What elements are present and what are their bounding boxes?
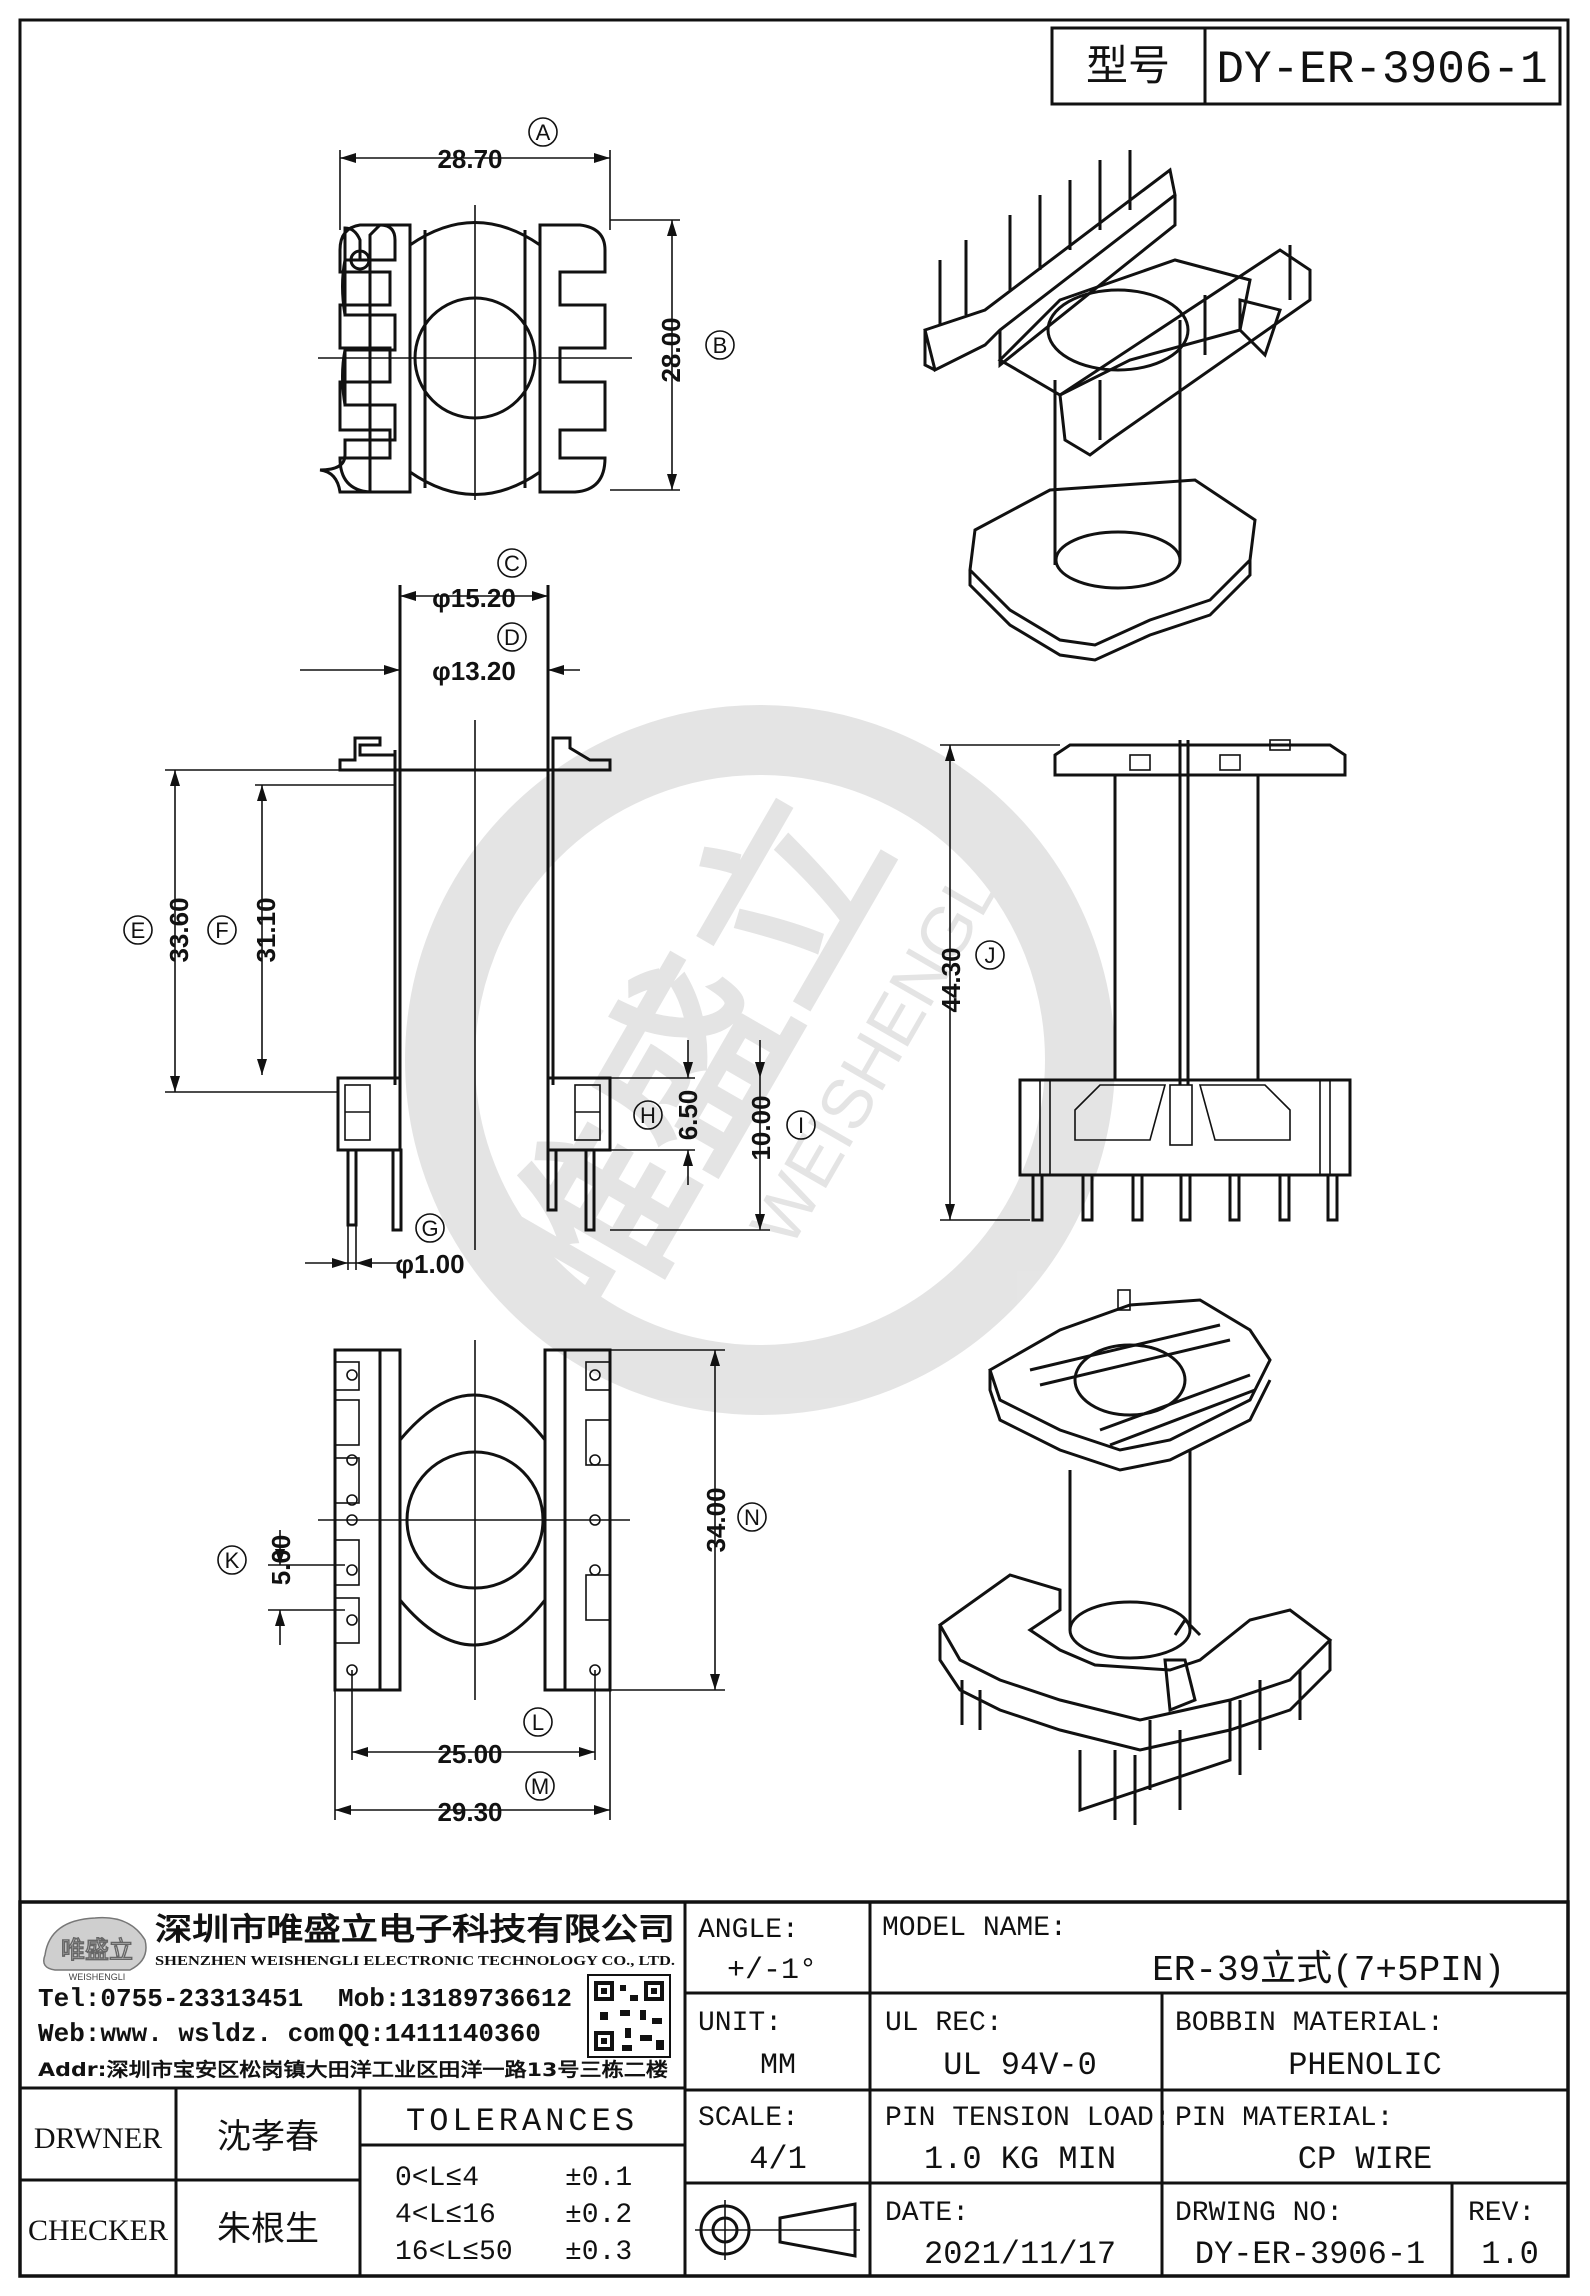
dim-M-value: 29.30 [437,1797,502,1827]
qr-code [587,1974,671,2058]
model-name-label: MODEL NAME: [882,1913,1067,1944]
top-view: 28.70 A 28.00 B [318,117,735,500]
dim-H-circle: H [640,1103,656,1128]
dim-E-value: 33.60 [164,897,194,962]
dim-M-circle: M [531,1774,549,1799]
angle-label: ANGLE: [698,1915,799,1946]
ul-rec-value: UL 94V-0 [943,2047,1097,2084]
drwner-label: DRWNER [34,2122,162,2155]
dim-J-circle: J [985,943,996,968]
unit-value: MM [760,2049,796,2083]
dim-K-circle: K [225,1548,240,1573]
dim-I-circle: I [798,1113,804,1138]
ul-rec-label: UL REC: [885,2008,1003,2039]
rev-label: REV: [1468,2198,1535,2229]
model-label: 型号 [1086,41,1170,90]
dim-C-value: φ15.20 [432,583,516,613]
company-name-cn: 深圳市唯盛立电子科技有限公司 [155,1912,675,1948]
dim-C-circle: C [504,551,520,576]
company-qq: QQ:1411140360 [338,2019,541,2049]
dim-G-value: φ1.00 [395,1249,464,1279]
pin-material-label: PIN MATERIAL: [1175,2103,1393,2134]
company-tel: Tel:0755-23313451 [38,1984,303,2014]
title-block: 唯盛立 WEISHENGLI 深圳市唯盛立电子科技有限公司 SHENZHEN W… [18,1900,1570,2278]
tolerances-title: TOLERANCES [406,2103,638,2140]
dim-F-circle: F [215,918,228,943]
company-name-en: SHENZHEN WEISHENGLI ELECTRONIC TECHNOLOG… [155,1954,675,1969]
bottom-view: 5.00 K 25.00 L 29.30 M 34.00 N [217,1340,767,1827]
dim-L-circle: L [532,1710,544,1735]
dim-G-circle: G [421,1216,438,1241]
dim-A-circle: A [536,120,551,145]
dim-A-value: 28.70 [437,144,502,174]
drwing-no-value: DY-ER-3906-1 [1195,2236,1425,2273]
dim-H-value: 6.50 [673,1090,703,1141]
model-value: DY-ER-3906-1 [1216,44,1547,96]
dim-J-value: 44.30 [936,947,966,1012]
pin-tension-value: 1.0 KG MIN [924,2141,1116,2178]
pin-material-value: CP WIRE [1298,2141,1432,2178]
company-mob: Mob:13189736612 [338,1984,572,2014]
rev-value: 1.0 [1481,2236,1539,2273]
angle-value: +/-1° [727,1954,817,1988]
dim-D-value: φ13.20 [432,656,516,686]
tolerance-value-1: ±0.1 [565,2163,632,2194]
dim-N-circle: N [744,1505,760,1530]
company-logo: 唯盛立 WEISHENGLI [43,1916,147,1982]
checker-value: 朱根生 [217,2209,319,2249]
dim-L-value: 25.00 [437,1739,502,1769]
logo-sub: WEISHENGLI [69,1972,126,1982]
front-view: φ15.20 C φ13.20 D 33.60 E 31.10 F φ1.0 [123,548,816,1279]
drwing-no-label: DRWING NO: [1175,2198,1343,2229]
scale-value: 4/1 [749,2141,807,2178]
tolerance-range-2: 4<L≤16 [395,2200,496,2231]
drwner-value: 沈孝春 [217,2117,319,2157]
dim-D-circle: D [504,625,520,650]
tolerance-value-3: ±0.3 [565,2237,632,2268]
isometric-view-bottom [938,1289,1333,1825]
dim-I-value: 10.00 [746,1095,776,1160]
bobbin-material-label: BOBBIN MATERIAL: [1175,2008,1444,2039]
company-address: Addr:深圳市宝安区松岗镇大田洋工业区田洋一路13号三栋二楼 [38,2058,668,2081]
company-web: Web:www. wsldz. com [38,2019,334,2049]
projection-symbol [695,2200,860,2260]
pin-tension-label: PIN TENSION LOAD: [885,2103,1171,2134]
tolerance-value-2: ±0.2 [565,2200,632,2231]
date-value: 2021/11/17 [924,2236,1116,2273]
dim-F-value: 31.10 [251,897,281,962]
scale-label: SCALE: [698,2103,799,2134]
tolerance-range-1: 0<L≤4 [395,2163,479,2194]
dim-K-value: 5.00 [266,1535,296,1586]
model-name-value: ER-39立式(7+5PIN) [1152,1948,1505,1991]
dim-B-value: 28.00 [656,317,686,382]
checker-label: CHECKER [28,2214,168,2247]
logo-text: 唯盛立 [61,1936,133,1964]
dim-B-circle: B [713,333,728,358]
isometric-view-top [923,150,1312,662]
side-view: 44.30 J [936,739,1352,1222]
tolerance-range-3: 16<L≤50 [395,2237,513,2268]
dim-N-value: 34.00 [701,1487,731,1552]
dim-E-circle: E [131,918,146,943]
unit-label: UNIT: [698,2008,782,2039]
bobbin-material-value: PHENOLIC [1288,2047,1442,2084]
model-header-box: 型号 DY-ER-3906-1 [1050,26,1562,106]
date-label: DATE: [885,2198,969,2229]
